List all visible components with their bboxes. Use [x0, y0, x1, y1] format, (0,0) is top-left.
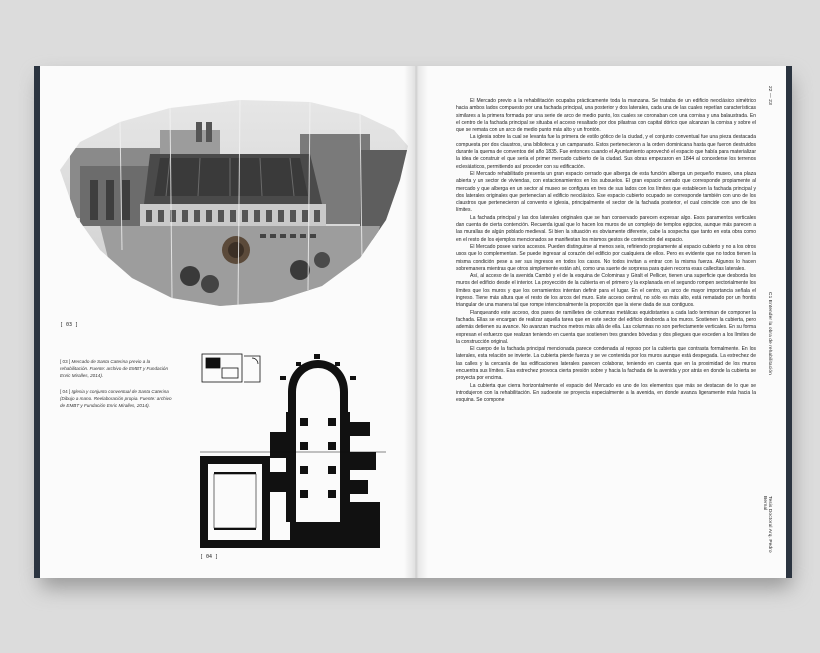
figure-number-04: [ 04 ] [200, 554, 219, 560]
paragraph-7: Flanqueando este acceso, dos pares de ra… [456, 309, 756, 345]
paragraph-4: La fachada principal y las dos laterales… [456, 214, 756, 243]
running-header: 22 — 23 C1 Entender la obra de rehabilit… [762, 86, 772, 556]
caption-03-text: Mercado de Santa Caterina previo a la re… [60, 359, 169, 379]
chapter-title: C1 Entender la obra de rehabilitación [767, 292, 772, 375]
body-text-column: El Mercado previo a la rehabilitación oc… [456, 98, 756, 404]
paragraph-5: El Mercado posee varios accesos. Pueden … [456, 243, 756, 272]
caption-04: [ 04 ] Iglesia y conjunto conventual de … [60, 388, 172, 410]
thesis-author: Tesis Doctoral Arq. Pedro Bernal [762, 496, 772, 553]
paragraph-6: Así, al acceso de la avenida Cambó y el … [456, 273, 756, 309]
caption-03: [ 03 ] Mercado de Santa Caterina previo … [60, 358, 172, 380]
figure-number-03: [ 03 ] [60, 322, 79, 328]
figure-captions: [ 03 ] Mercado de Santa Caterina previo … [60, 358, 172, 417]
market-panorama-photo [60, 100, 408, 306]
page-numbers: 22 — 23 [767, 86, 772, 105]
convent-floor-plan-drawing [200, 353, 386, 548]
paragraph-9: La cubierta que cierra horizontalmente e… [456, 382, 756, 404]
paragraph-2: La iglesia sobre la cual se levanta fue … [456, 134, 756, 170]
caption-04-number: [ 04 ] [60, 388, 71, 394]
paragraph-3: El Mercado rehabilitado presenta un gran… [456, 170, 756, 214]
caption-04-text: Iglesia y conjunto conventual de Santa C… [60, 388, 172, 409]
paragraph-8: El cuerpo de la fachada principal mencio… [456, 346, 756, 382]
left-page: [ 03 ] [ 03 ] Mercado de Santa Caterina … [34, 66, 416, 578]
caption-03-number: [ 03 ] [60, 359, 71, 364]
open-book: [ 03 ] [ 03 ] Mercado de Santa Caterina … [34, 66, 794, 578]
paragraph-1: El Mercado previo a la rehabilitación oc… [456, 98, 756, 134]
right-page: El Mercado previo a la rehabilitación oc… [416, 66, 792, 578]
